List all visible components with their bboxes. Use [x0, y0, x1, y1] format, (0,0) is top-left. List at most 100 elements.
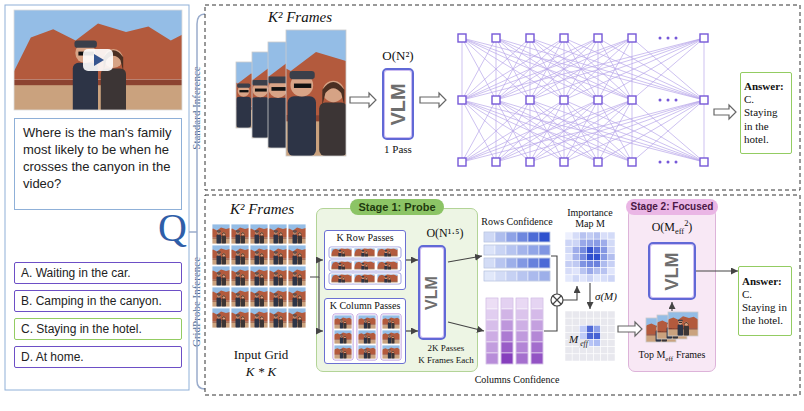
token-node	[526, 96, 534, 104]
heat-cell	[586, 239, 593, 246]
heat-cell	[565, 232, 572, 239]
frames-label: K² Frames	[268, 9, 332, 25]
attention-link	[496, 100, 632, 162]
node-text: A. Waiting in the car.	[21, 266, 131, 280]
attention-link	[496, 38, 704, 100]
frame-border	[288, 308, 306, 328]
attention-link	[496, 38, 530, 100]
heat-cell	[565, 354, 572, 361]
video-frame	[665, 312, 701, 336]
attention-link	[530, 100, 704, 162]
attention-link	[598, 38, 704, 100]
importance-map: Importance Map M	[562, 206, 618, 284]
heat-cell	[586, 232, 593, 239]
attention-link	[564, 100, 598, 162]
answer-box: Answer:C. Staying in the hotel.	[740, 72, 792, 154]
heat-cell	[586, 253, 593, 260]
label-box: σ(M)	[595, 290, 617, 303]
attention-link	[462, 38, 704, 100]
attention-link	[462, 38, 632, 100]
heat-cell	[572, 268, 579, 275]
complexity-label: O(N¹·⁵)	[426, 226, 463, 240]
confidence-cell	[486, 353, 498, 364]
frame-border	[269, 287, 287, 307]
flow-arrow	[671, 302, 672, 311]
confidence-cell	[484, 258, 495, 268]
token-node	[560, 96, 568, 104]
heat-cell	[572, 332, 579, 339]
flow-arrow	[448, 256, 482, 262]
video-frame	[263, 245, 293, 265]
video-frame	[357, 330, 378, 344]
attention-link	[564, 38, 598, 100]
token-node	[458, 96, 466, 104]
heat-cell	[594, 354, 601, 361]
option-box: C. Staying in the hotel.	[14, 318, 182, 340]
attention-link	[496, 38, 598, 100]
confidence-cell	[517, 245, 528, 255]
token-node	[594, 34, 602, 42]
heat-cell	[579, 325, 586, 332]
confidence-cell	[539, 232, 550, 242]
stage-title: Stage 1: Probe	[350, 199, 443, 215]
attention-link	[462, 38, 704, 100]
attention-link	[496, 38, 598, 100]
attention-link	[462, 38, 530, 100]
importance-heatmap	[565, 232, 615, 282]
attention-link	[462, 100, 598, 162]
heat-cell	[594, 275, 601, 282]
heat-cell	[579, 318, 586, 325]
video-frame	[282, 266, 312, 286]
heat-cell	[572, 261, 579, 268]
answer-box: Answer:C. Staying in the hotel.	[738, 266, 792, 336]
confidence-cell	[528, 271, 539, 281]
frame-border	[236, 62, 266, 128]
confidence-bar	[501, 298, 513, 364]
heat-cell	[572, 325, 579, 332]
confidence-cell	[516, 320, 528, 331]
video-frame	[331, 246, 352, 260]
attention-link	[530, 38, 704, 100]
confidence-cell	[506, 245, 517, 255]
attention-link	[462, 38, 530, 100]
heat-cell	[601, 239, 608, 246]
attention-link	[462, 100, 463, 162]
function-label: σ(M)	[595, 290, 617, 302]
attention-link	[462, 38, 598, 100]
heat-cell	[594, 268, 601, 275]
frame-border	[288, 287, 306, 307]
frame-border	[231, 308, 249, 328]
frames-label: Top M	[639, 349, 666, 360]
heat-cell	[601, 311, 608, 318]
attention-link	[598, 100, 599, 162]
attention-link	[632, 100, 704, 162]
heat-cell	[601, 253, 608, 260]
ellipsis-dot	[667, 37, 670, 40]
attention-link	[530, 38, 531, 100]
video-frame	[377, 272, 398, 286]
attention-link	[496, 38, 632, 100]
attention-link	[530, 100, 531, 162]
heat-cell	[608, 311, 615, 318]
attention-link	[462, 38, 496, 100]
attention-link	[496, 100, 564, 162]
block-arrow	[420, 93, 446, 107]
video-frame	[244, 224, 274, 244]
attention-link	[598, 38, 599, 100]
heat-cell	[572, 239, 579, 246]
gridprobe-panel	[205, 195, 800, 395]
frame-border	[331, 274, 352, 283]
confidence-cell	[495, 245, 506, 255]
option-box: D. At home.	[14, 346, 182, 368]
confidence-cell	[531, 353, 543, 364]
option-box: A. Waiting in the car.	[14, 262, 182, 284]
confidence-cell	[486, 342, 498, 353]
heat-cell	[594, 332, 601, 339]
heat-cell	[565, 311, 572, 318]
label-box: K² Frames	[268, 8, 332, 26]
label-box: GridProbe Inference	[190, 254, 203, 350]
confidence-cell	[517, 258, 528, 268]
frame-border	[334, 345, 352, 359]
video-frame	[206, 52, 335, 138]
heat-cell	[565, 347, 572, 354]
